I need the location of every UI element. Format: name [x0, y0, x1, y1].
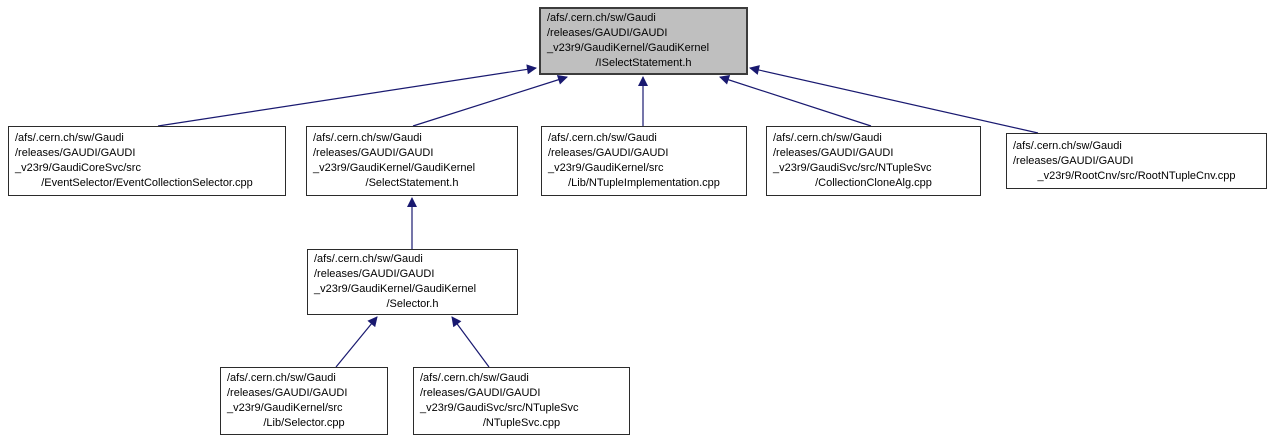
- node-label-line: _v23r9/GaudiKernel/src: [227, 402, 343, 414]
- include-edge-arrow: [335, 316, 378, 368]
- graph-node-selector-cpp[interactable]: /afs/.cern.ch/sw/Gaudi/releases/GAUDI/GA…: [220, 367, 388, 435]
- node-label-line: /afs/.cern.ch/sw/Gaudi: [314, 253, 423, 265]
- graph-node-rootntuplecnv-cpp[interactable]: /afs/.cern.ch/sw/Gaudi/releases/GAUDI/GA…: [1006, 133, 1267, 189]
- node-label-line: /afs/.cern.ch/sw/Gaudi: [547, 12, 656, 24]
- node-label-line: _v23r9/GaudiKernel/GaudiKernel: [313, 162, 476, 174]
- node-label-line: /afs/.cern.ch/sw/Gaudi: [227, 372, 336, 384]
- node-label-line: /afs/.cern.ch/sw/Gaudi: [15, 132, 124, 144]
- node-label-line: /releases/GAUDI/GAUDI: [313, 147, 434, 159]
- include-edge-arrow: [157, 64, 537, 127]
- node-label-line: _v23r9/GaudiSvc/src/NTupleSvc: [773, 162, 932, 174]
- node-label-line: /Lib/Selector.cpp: [263, 417, 345, 429]
- node-label-line: /afs/.cern.ch/sw/Gaudi: [420, 372, 529, 384]
- node-label-line: /releases/GAUDI/GAUDI: [547, 27, 668, 39]
- graph-node-selector-h[interactable]: /afs/.cern.ch/sw/Gaudi/releases/GAUDI/GA…: [307, 249, 518, 315]
- graph-node-ntuplesvc-cpp[interactable]: /afs/.cern.ch/sw/Gaudi/releases/GAUDI/GA…: [413, 367, 630, 435]
- graph-node-ntupleimplementation-cpp[interactable]: /afs/.cern.ch/sw/Gaudi/releases/GAUDI/GA…: [541, 126, 747, 196]
- graph-node-eventcollectionselector-cpp[interactable]: /afs/.cern.ch/sw/Gaudi/releases/GAUDI/GA…: [8, 126, 286, 196]
- node-label-line: _v23r9/GaudiSvc/src/NTupleSvc: [420, 402, 579, 414]
- node-label-line: /releases/GAUDI/GAUDI: [1013, 154, 1134, 167]
- node-label-line: /NTupleSvc.cpp: [482, 417, 561, 429]
- include-edge-arrow: [412, 74, 568, 127]
- include-edge-arrow: [719, 75, 872, 127]
- node-label-line: /ISelectStatement.h: [595, 57, 692, 69]
- node-label-line: /releases/GAUDI/GAUDI: [314, 268, 435, 280]
- include-edge-arrow: [749, 65, 1039, 134]
- node-label-line: /EventSelector/EventCollectionSelector.c…: [41, 177, 253, 189]
- node-label-line: _v23r9/GaudiKernel/src: [548, 162, 664, 174]
- node-label-line: /Lib/NTupleImplementation.cpp: [568, 177, 720, 189]
- node-label-line: _v23r9/GaudiCoreSvc/src: [15, 162, 141, 174]
- node-label-line: /afs/.cern.ch/sw/Gaudi: [313, 132, 422, 144]
- node-label-line: _v23r9/RootCnv/src/RootNTupleCnv.cpp: [1037, 169, 1236, 182]
- node-label-line: /CollectionCloneAlg.cpp: [815, 177, 932, 189]
- include-edge-arrow: [451, 316, 490, 368]
- graph-node-iselectstatement-h: /afs/.cern.ch/sw/Gaudi/releases/GAUDI/GA…: [539, 7, 748, 75]
- node-label-line: /afs/.cern.ch/sw/Gaudi: [548, 132, 657, 144]
- node-label-line: /Selector.h: [386, 298, 439, 310]
- node-label-line: _v23r9/GaudiKernel/GaudiKernel: [547, 42, 710, 54]
- node-label-line: /releases/GAUDI/GAUDI: [227, 387, 348, 399]
- node-label-line: /afs/.cern.ch/sw/Gaudi: [1013, 139, 1122, 152]
- graph-node-collectionclonealg-cpp[interactable]: /afs/.cern.ch/sw/Gaudi/releases/GAUDI/GA…: [766, 126, 981, 196]
- graph-node-selectstatement-h[interactable]: /afs/.cern.ch/sw/Gaudi/releases/GAUDI/GA…: [306, 126, 518, 196]
- node-label-line: /releases/GAUDI/GAUDI: [420, 387, 541, 399]
- node-label-line: /afs/.cern.ch/sw/Gaudi: [773, 132, 882, 144]
- node-label-line: /SelectStatement.h: [365, 177, 459, 189]
- node-label-line: /releases/GAUDI/GAUDI: [548, 147, 669, 159]
- node-label-line: _v23r9/GaudiKernel/GaudiKernel: [314, 283, 477, 295]
- node-label-line: /releases/GAUDI/GAUDI: [15, 147, 136, 159]
- node-label-line: /releases/GAUDI/GAUDI: [773, 147, 894, 159]
